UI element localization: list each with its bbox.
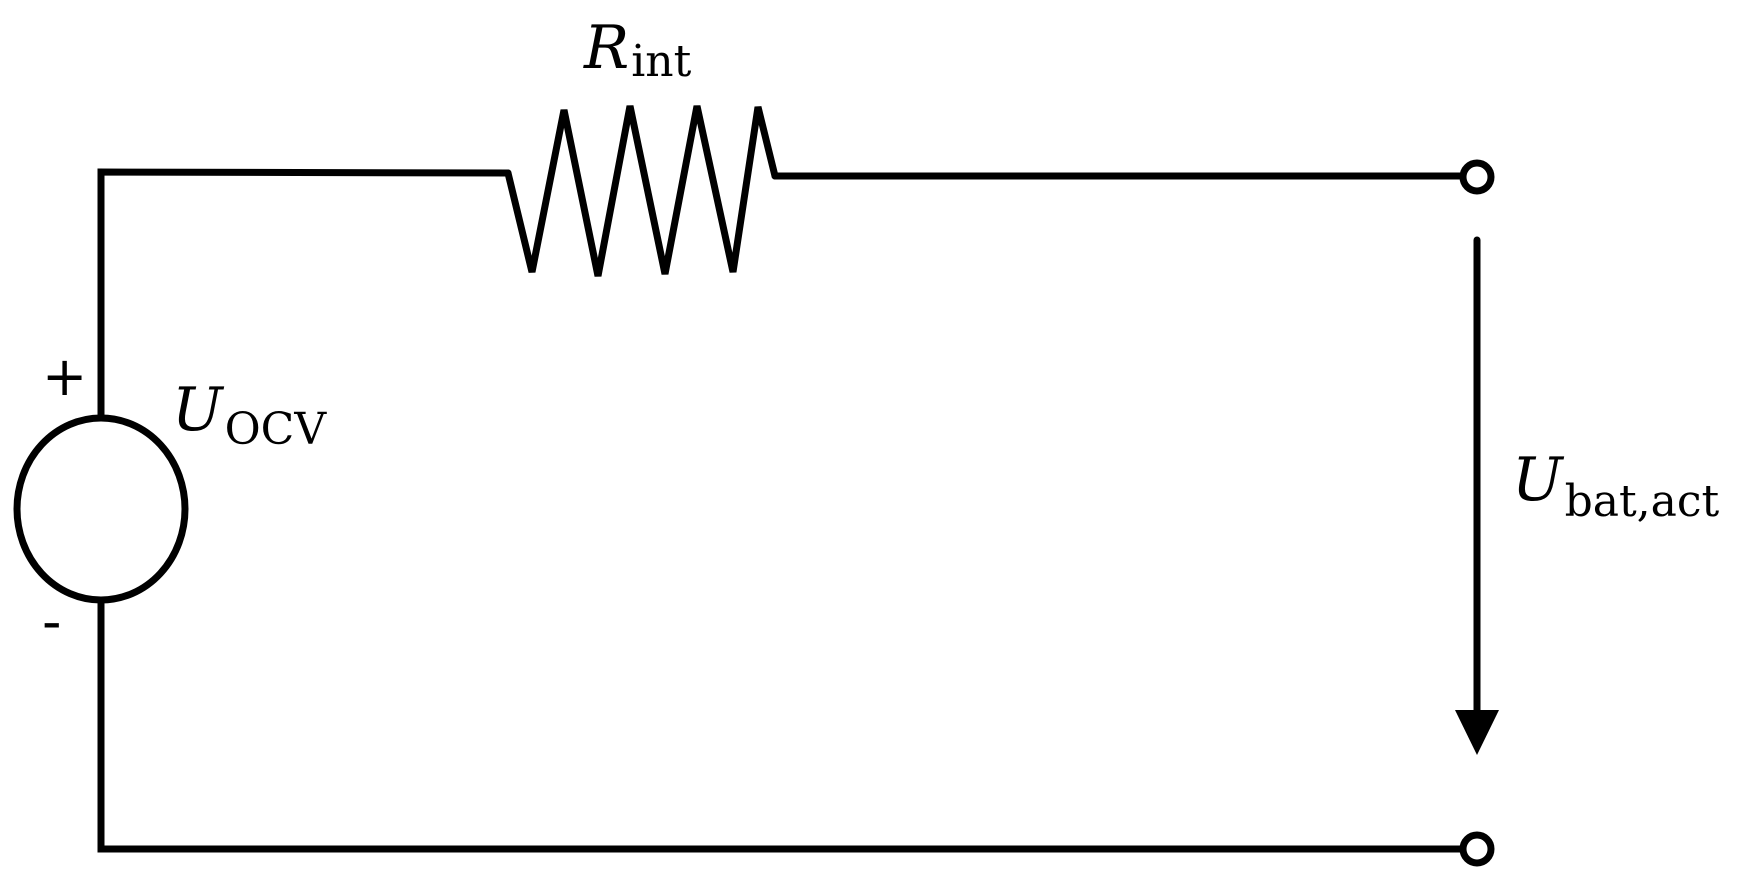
- terminal-top: [1459, 159, 1495, 195]
- plus-sign: +: [42, 345, 87, 408]
- source-label: UOCV: [172, 375, 327, 455]
- voltage-source: [13, 414, 189, 604]
- wire-bottom: [97, 596, 1467, 853]
- resistor-rint: [504, 105, 779, 277]
- terminal-bottom: [1459, 831, 1495, 867]
- voltage-arrow-head: [1455, 710, 1499, 755]
- source-label-main: U: [172, 375, 225, 445]
- voltage-label: Ubat,act: [1512, 445, 1720, 527]
- voltage-label-sub: bat,act: [1565, 476, 1720, 527]
- resistor-label-main: R: [583, 13, 629, 83]
- wire-top-left: [97, 168, 512, 422]
- resistor-label: Rint: [583, 13, 692, 87]
- resistor-label-sub: int: [631, 36, 691, 87]
- minus-sign: -: [42, 590, 62, 653]
- voltage-label-main: U: [1512, 445, 1565, 515]
- source-label-sub: OCV: [225, 404, 328, 455]
